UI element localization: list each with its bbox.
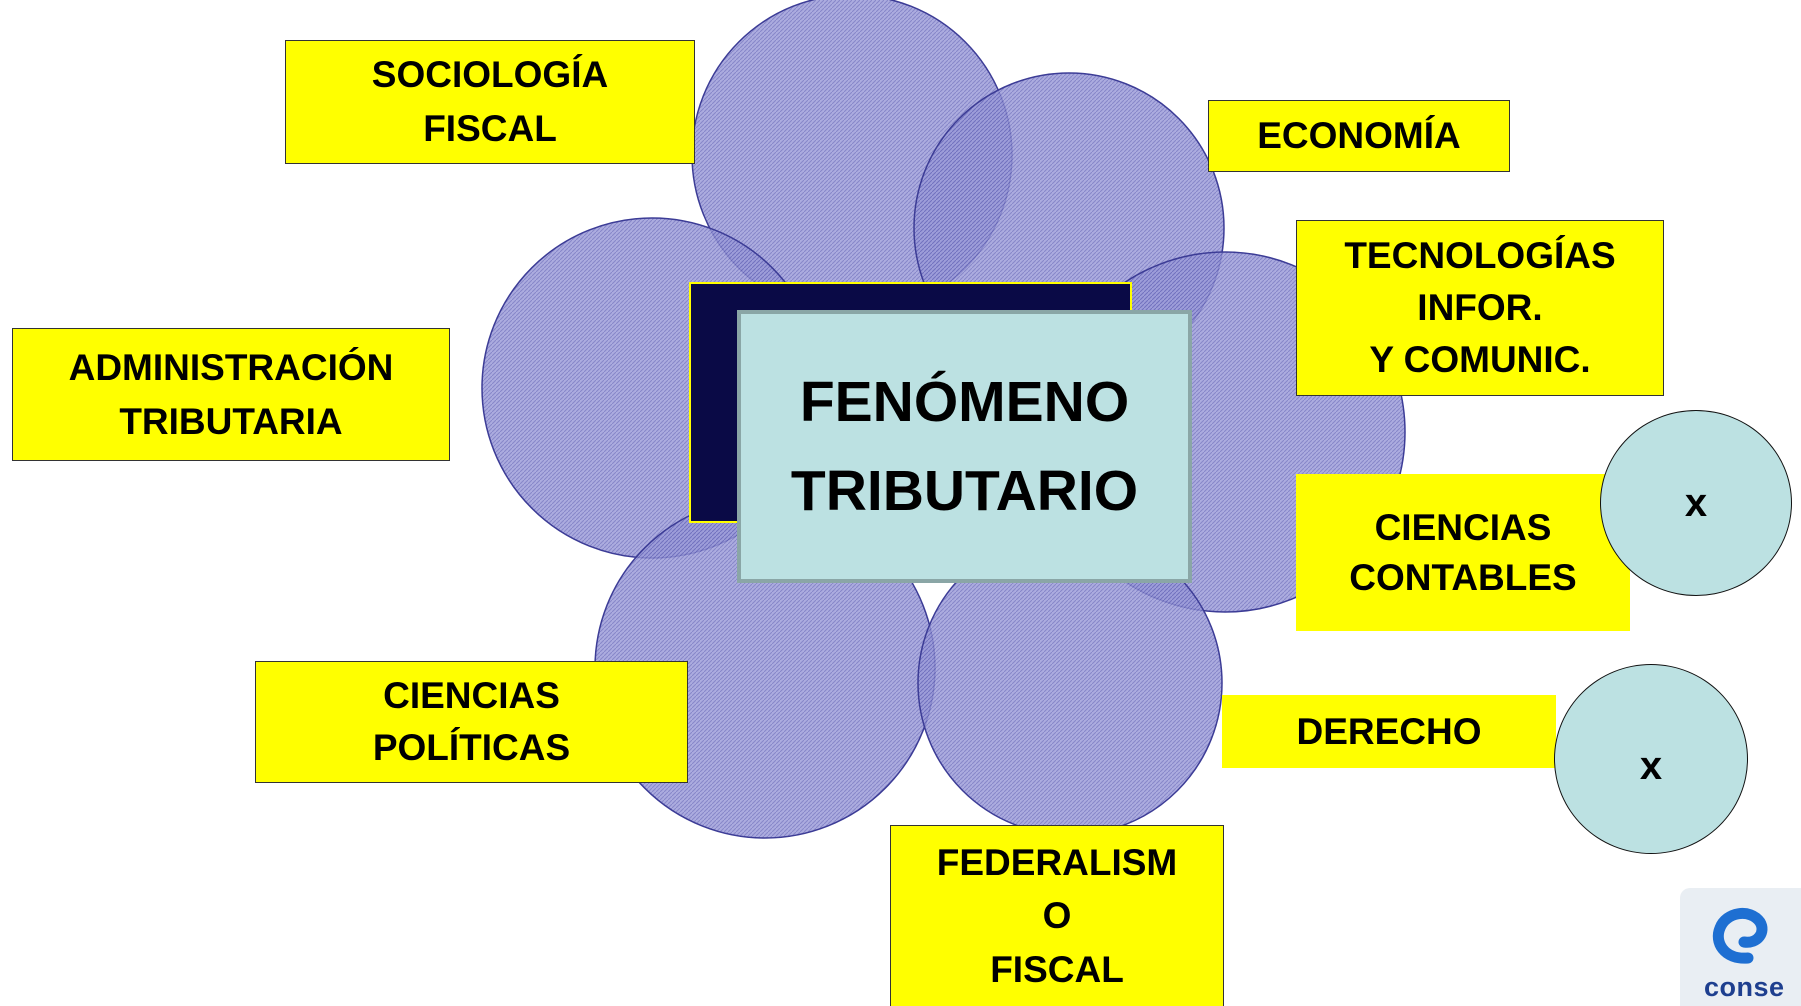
mark-circle-derecho: x [1554,664,1748,854]
label-administracion-tributaria: ADMINISTRACIÓN TRIBUTARIA [12,328,450,461]
label-ciencias-politicas-line-2: POLÍTICAS [372,727,571,768]
center-title-line-2: TRIBUTARIO [790,458,1139,523]
label-administracion-line-2: TRIBUTARIA [119,400,343,442]
label-economia: ECONOMÍA [1208,100,1510,172]
center-title-line-1: FENÓMENO [799,370,1130,435]
label-sociologia-fiscal: SOCIOLOGÍA FISCAL [285,40,695,164]
label-federalismo-fiscal: FEDERALISM O FISCAL [890,825,1224,1006]
label-ciencias-contables: CIENCIAS CONTABLES [1296,474,1630,631]
label-economia-line-1: ECONOMÍA [1257,115,1461,156]
label-sociologia-fiscal-line-2: FISCAL [423,108,557,149]
label-federalismo-line-3: FISCAL [990,948,1124,990]
label-ciencias-contables-line-2: CONTABLES [1349,556,1577,598]
center-concept-box: FENÓMENO TRIBUTARIO [737,310,1192,583]
label-ciencias-contables-line-1: CIENCIAS [1374,506,1552,548]
label-tecnologias: TECNOLOGÍAS INFOR. Y COMUNIC. [1296,220,1664,396]
mark-contables-text: x [1684,480,1708,525]
label-ciencias-politicas-line-1: CIENCIAS [383,675,560,717]
label-ciencias-politicas: CIENCIAS POLÍTICAS [255,661,688,783]
logo-mark-icon [1712,908,1768,964]
logo: conse [1680,888,1801,1006]
label-federalismo-line-2: O [1042,895,1072,937]
label-tecnologias-line-3: Y COMUNIC. [1369,338,1591,380]
label-tecnologias-line-2: INFOR. [1417,287,1543,329]
label-sociologia-fiscal-line-1: SOCIOLOGÍA [371,54,609,96]
label-derecho-line-1: DERECHO [1296,710,1482,752]
label-derecho: DERECHO [1222,695,1556,768]
mark-derecho-text: x [1639,743,1663,788]
label-federalismo-line-1: FEDERALISM [936,841,1178,883]
label-administracion-line-1: ADMINISTRACIÓN [68,346,394,388]
mark-circle-contables: x [1600,410,1792,596]
logo-text: conse [1704,972,1785,1002]
label-tecnologias-line-1: TECNOLOGÍAS [1344,235,1616,277]
